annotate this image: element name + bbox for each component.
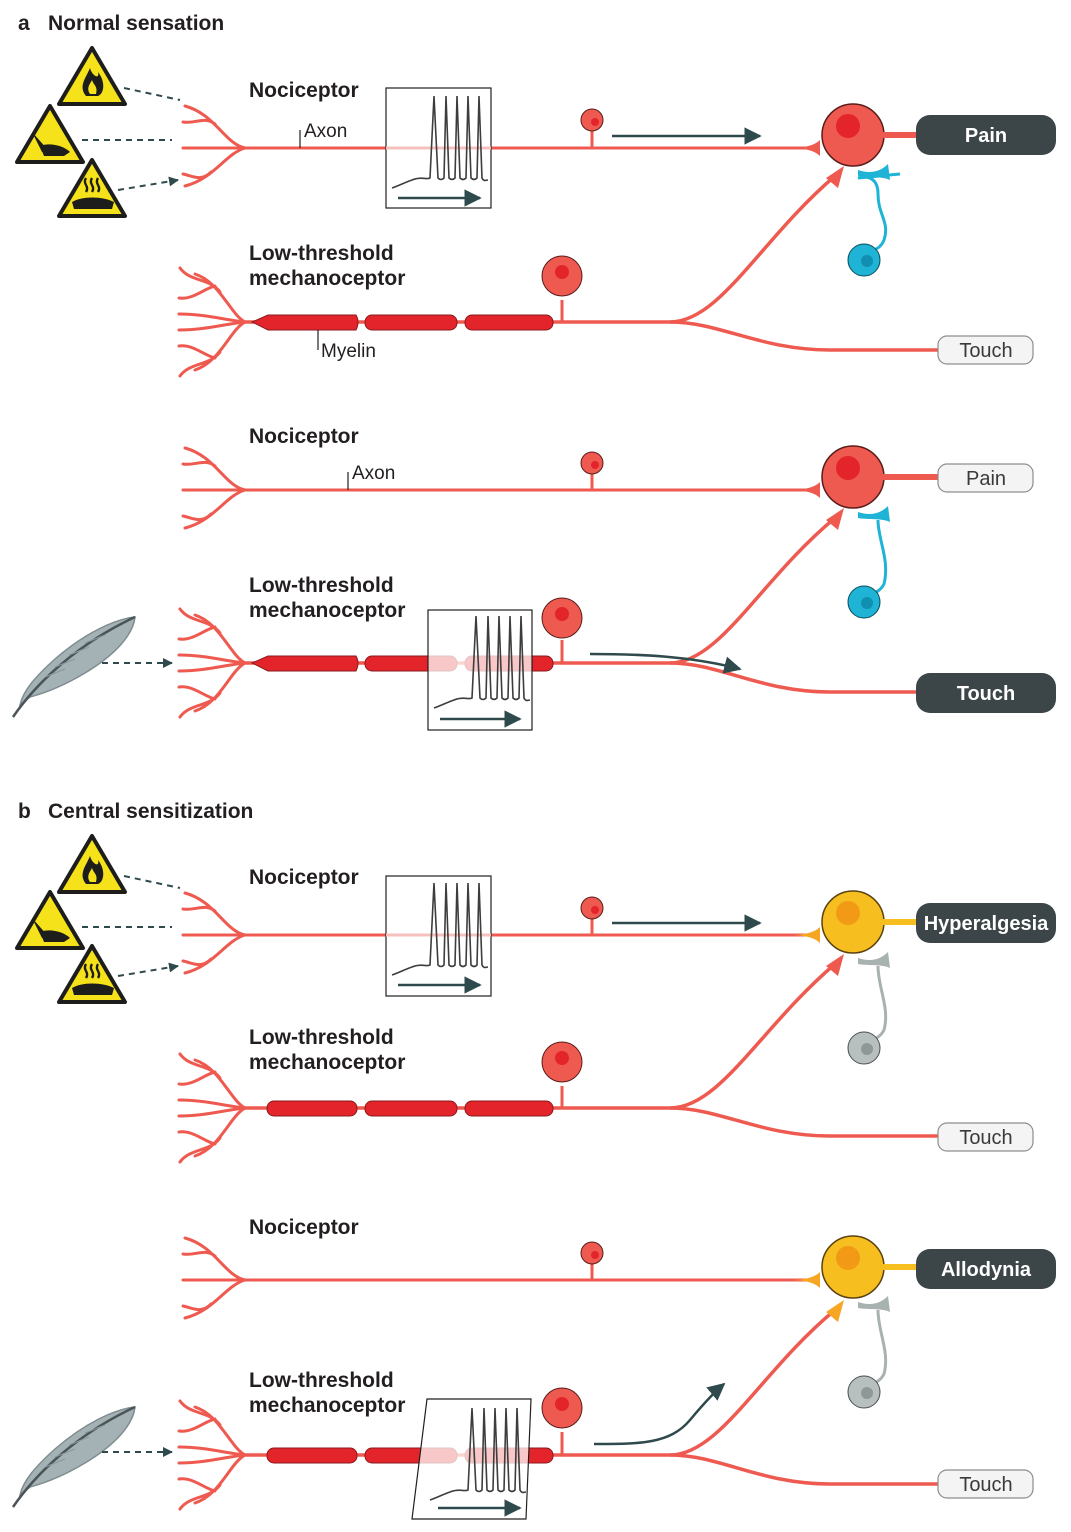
touch-output-text: Touch (959, 1474, 1012, 1496)
ltm-terminal (177, 1052, 247, 1164)
panel-a-ltm-resting: Low-threshold mechanoceptor Myelin Touch (177, 166, 1034, 378)
feather-icon (11, 615, 137, 719)
nociceptor-terminal (181, 446, 247, 530)
ltm-label-line1: Low-threshold (249, 1369, 394, 1392)
ltm-label-line2: mechanoceptor (249, 1394, 405, 1417)
ltm-terminal (177, 266, 247, 378)
myelin-label: Myelin (321, 341, 376, 362)
pain-output-text: Pain (965, 125, 1007, 147)
hot-hazard-icon (57, 158, 127, 218)
touch-output-label (916, 673, 1056, 713)
nociceptor-terminal (181, 891, 247, 975)
panel-a-nociceptor-resting: Nociceptor Axon Pain (181, 425, 1034, 619)
nociceptor-label: Nociceptor (249, 866, 359, 889)
touch-output-text: Touch (959, 340, 1012, 362)
hot-hazard-icon (57, 944, 127, 1004)
touch-output-text: Touch (959, 1127, 1012, 1149)
ltm-terminal (177, 1399, 247, 1511)
panel-b-nociceptor-active: Nociceptor Hyperalgesia (15, 834, 1056, 1065)
pain-output-text: Pain (966, 468, 1006, 490)
allodynia-output-text: Allodynia (941, 1259, 1032, 1281)
nociceptor-label: Nociceptor (249, 1216, 359, 1239)
sharp-hazard-icon (15, 104, 85, 164)
panel-a-letter: a (18, 12, 30, 35)
panel-a-ltm-active: Low-threshold mechanoceptor Touch (11, 508, 1056, 731)
panel-b-ltm-active: Low-threshold mechanoceptor Touch (11, 1300, 1034, 1520)
nociceptor-terminal (181, 1236, 247, 1320)
panel-b-letter: b (18, 800, 31, 823)
myelin-segment (250, 314, 359, 331)
panel-a-nociceptor-active: Axon Nociceptor (15, 46, 810, 218)
touch-output-text: Touch (957, 683, 1016, 705)
ltm-terminal (177, 607, 247, 719)
myelin-segment (364, 314, 458, 331)
pain-output-label (937, 463, 1034, 493)
panel-b-title: Central sensitization (48, 800, 253, 823)
axon-label: Axon (304, 121, 347, 142)
ltm-label-line2: mechanoceptor (249, 267, 405, 290)
signal-arrow (589, 652, 742, 674)
panel-a-pain-projection: Pain (790, 103, 1056, 277)
panel-b-nociceptor-resting: Nociceptor Allodynia (181, 1216, 1056, 1409)
ltm-label-line2: mechanoceptor (249, 1051, 405, 1074)
fire-hazard-icon (57, 46, 127, 106)
nociceptor-terminal (181, 104, 247, 188)
axon-label: Axon (352, 463, 395, 484)
action-potential-panel (411, 1398, 532, 1520)
sharp-hazard-icon (15, 890, 85, 950)
panel-b-ltm-resting: Low-threshold mechanoceptor Touch (177, 954, 1034, 1164)
nociceptor-label: Nociceptor (249, 425, 359, 448)
touch-output-label (937, 1122, 1034, 1152)
nociceptor-label: Nociceptor (249, 79, 359, 102)
touch-output-label (937, 335, 1034, 365)
stimulus-arrows (82, 875, 180, 977)
signal-arrow (593, 1382, 726, 1446)
hyperalgesia-output-text: Hyperalgesia (924, 913, 1049, 935)
ltm-label-line1: Low-threshold (249, 242, 394, 265)
ltm-label-line1: Low-threshold (249, 1026, 394, 1049)
hyperalgesia-output-label (916, 903, 1056, 943)
ltm-label-line2: mechanoceptor (249, 599, 405, 622)
pain-output-label (916, 115, 1056, 155)
myelin-segment (464, 314, 554, 331)
panel-a-title: Normal sensation (48, 12, 224, 35)
action-potential-panel (427, 609, 533, 731)
ltm-label-line1: Low-threshold (249, 574, 394, 597)
allodynia-output-label (916, 1249, 1056, 1289)
fire-hazard-icon (57, 834, 127, 894)
touch-output-label (937, 1469, 1034, 1499)
feather-icon (11, 1405, 137, 1509)
stimulus-arrows (82, 87, 180, 191)
